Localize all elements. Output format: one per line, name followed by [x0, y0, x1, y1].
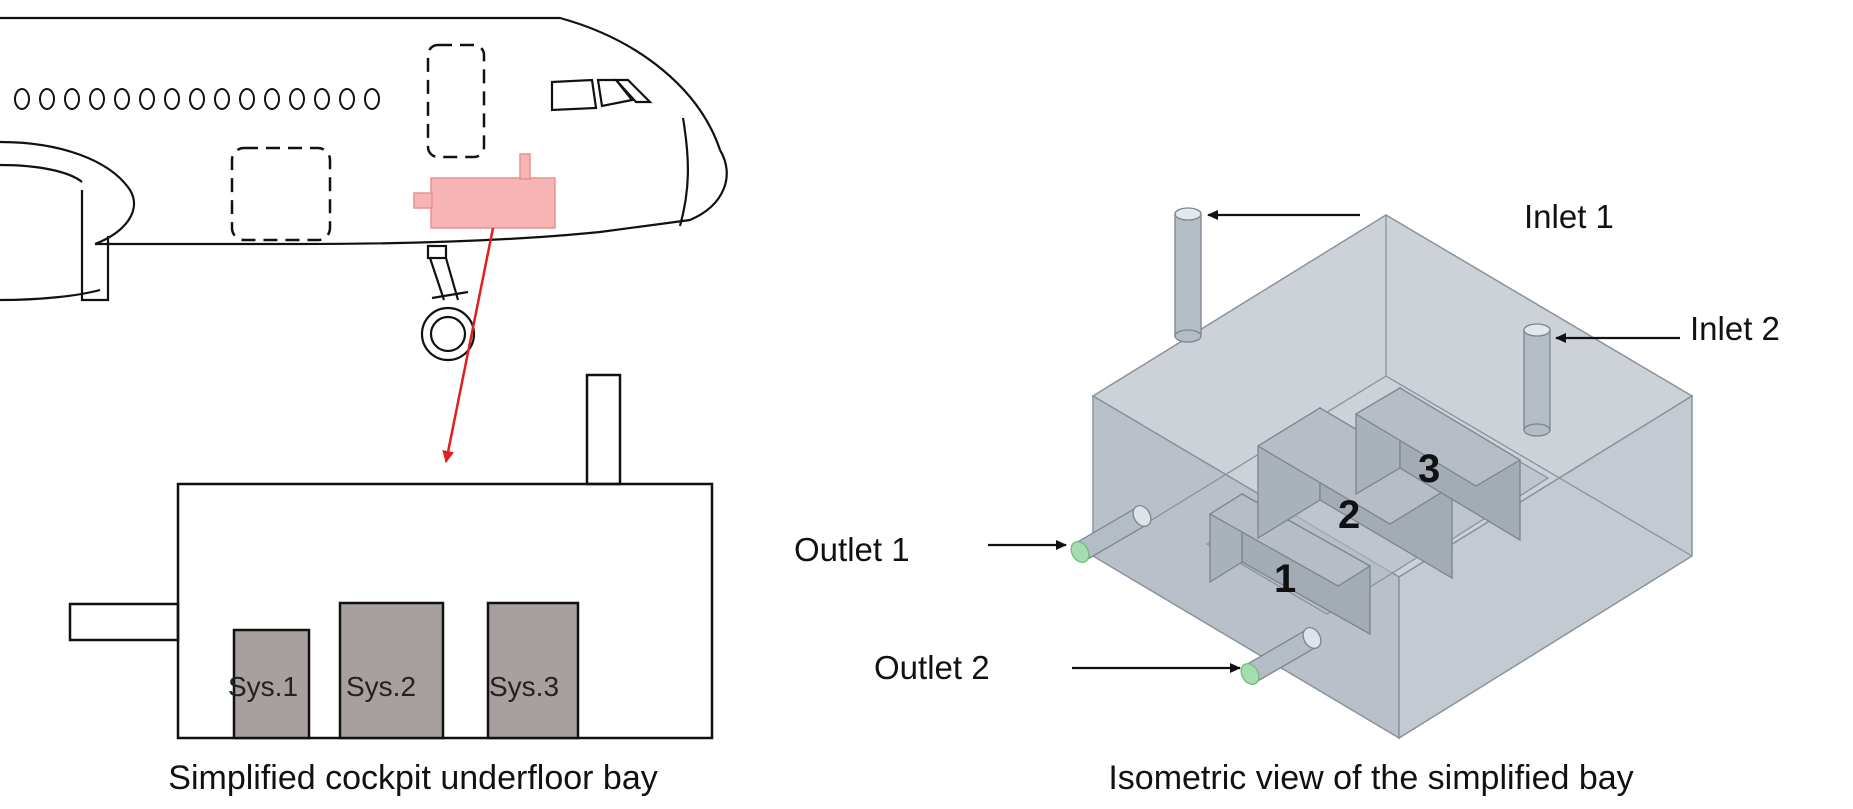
system-label-1: Sys.1	[228, 671, 298, 702]
outlet-pipe-1	[1070, 505, 1152, 563]
outlet-pipe-2	[1240, 627, 1322, 685]
outlet-1-label: Outlet 1	[794, 531, 910, 568]
system-label-3: Sys.3	[489, 671, 559, 702]
system-block-3	[486, 601, 580, 740]
iso-system-1	[1208, 492, 1372, 636]
inlet-pipe-2	[1523, 323, 1551, 437]
bay-leader-arrow	[442, 227, 495, 463]
system-label-2: Sys.2	[346, 671, 416, 702]
inlet-1-label: Inlet 1	[1524, 198, 1614, 235]
iso-number-1: 1	[1274, 557, 1296, 601]
inlet-2-label: Inlet 2	[1690, 310, 1780, 347]
outlet-2-label: Outlet 2	[874, 649, 990, 686]
passenger-windows	[14, 88, 380, 110]
inlet-pipe-1	[1174, 207, 1202, 343]
fuselage-doors	[230, 43, 486, 242]
engine-nacelle	[0, 140, 136, 302]
bay-top-duct	[585, 373, 622, 486]
callout-arrows	[988, 210, 1680, 673]
isometric-bay	[1070, 207, 1694, 740]
aircraft-fuselage	[0, 16, 728, 246]
left-caption: Simplified cockpit underfloor bay	[168, 759, 657, 797]
simplified-bay-schematic	[68, 373, 714, 740]
right-caption: Isometric view of the simplified bay	[1108, 759, 1633, 797]
iso-number-3: 3	[1418, 447, 1440, 491]
nose-landing-gear	[420, 244, 476, 362]
iso-number-2: 2	[1338, 493, 1360, 537]
bay-highlight	[413, 153, 556, 229]
system-blocks	[232, 601, 580, 740]
system-block-1	[232, 628, 311, 740]
system-block-2	[338, 601, 445, 740]
bay-side-duct	[68, 602, 180, 642]
iso-system-2	[1256, 406, 1454, 580]
iso-system-3	[1354, 386, 1522, 542]
